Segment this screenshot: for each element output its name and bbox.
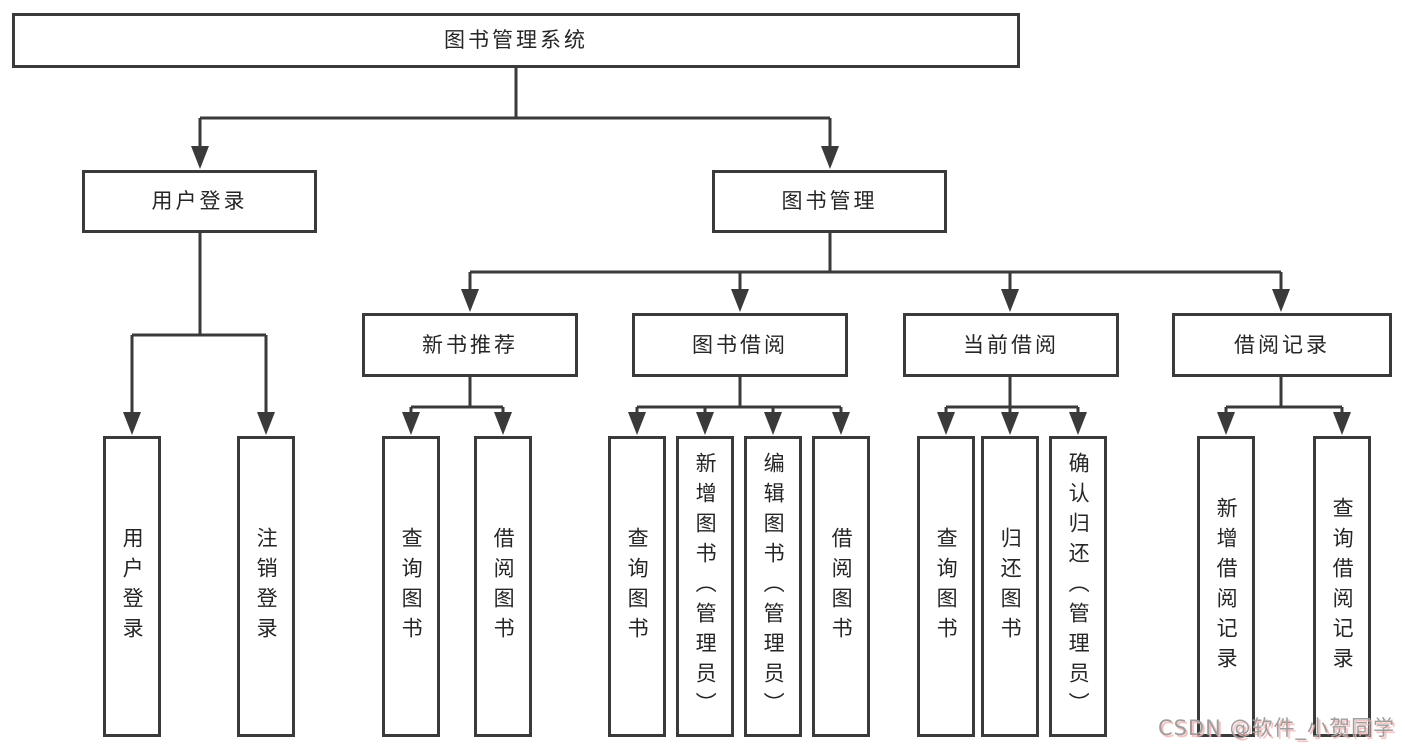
leaf-add-books-admin: 新增图书（管理员） xyxy=(676,436,734,737)
node-borrowing-records: 借阅记录 xyxy=(1172,313,1392,377)
leaf-query-books-borrow: 查询图书 xyxy=(608,436,666,737)
leaf-logout: 注销登录 xyxy=(237,436,295,737)
leaf-user-login: 用户登录 xyxy=(103,436,161,737)
leaf-add-borrow-record: 新增借阅记录 xyxy=(1197,436,1255,737)
csdn-watermark: CSDN @软件_小贺同学 xyxy=(1157,716,1395,740)
arrowhead-icons xyxy=(123,146,1351,435)
tree-edges xyxy=(130,68,1344,415)
node-root-system: 图书管理系统 xyxy=(12,13,1020,68)
leaf-confirm-return-admin: 确认归还（管理员） xyxy=(1049,436,1107,737)
node-user-login: 用户登录 xyxy=(82,170,317,233)
node-book-borrowing: 图书借阅 xyxy=(632,313,848,377)
leaf-borrow-books-recommend: 借阅图书 xyxy=(474,436,532,737)
leaf-query-books-recommend: 查询图书 xyxy=(382,436,440,737)
node-current-borrowing: 当前借阅 xyxy=(903,313,1119,377)
leaf-return-books: 归还图书 xyxy=(981,436,1039,737)
leaf-query-books-current: 查询图书 xyxy=(917,436,975,737)
leaf-query-borrow-record: 查询借阅记录 xyxy=(1313,436,1371,737)
leaf-edit-books-admin: 编辑图书（管理员） xyxy=(744,436,802,737)
leaf-borrow-books: 借阅图书 xyxy=(812,436,870,737)
node-new-book-recommendation: 新书推荐 xyxy=(362,313,578,377)
node-book-management: 图书管理 xyxy=(712,170,947,233)
